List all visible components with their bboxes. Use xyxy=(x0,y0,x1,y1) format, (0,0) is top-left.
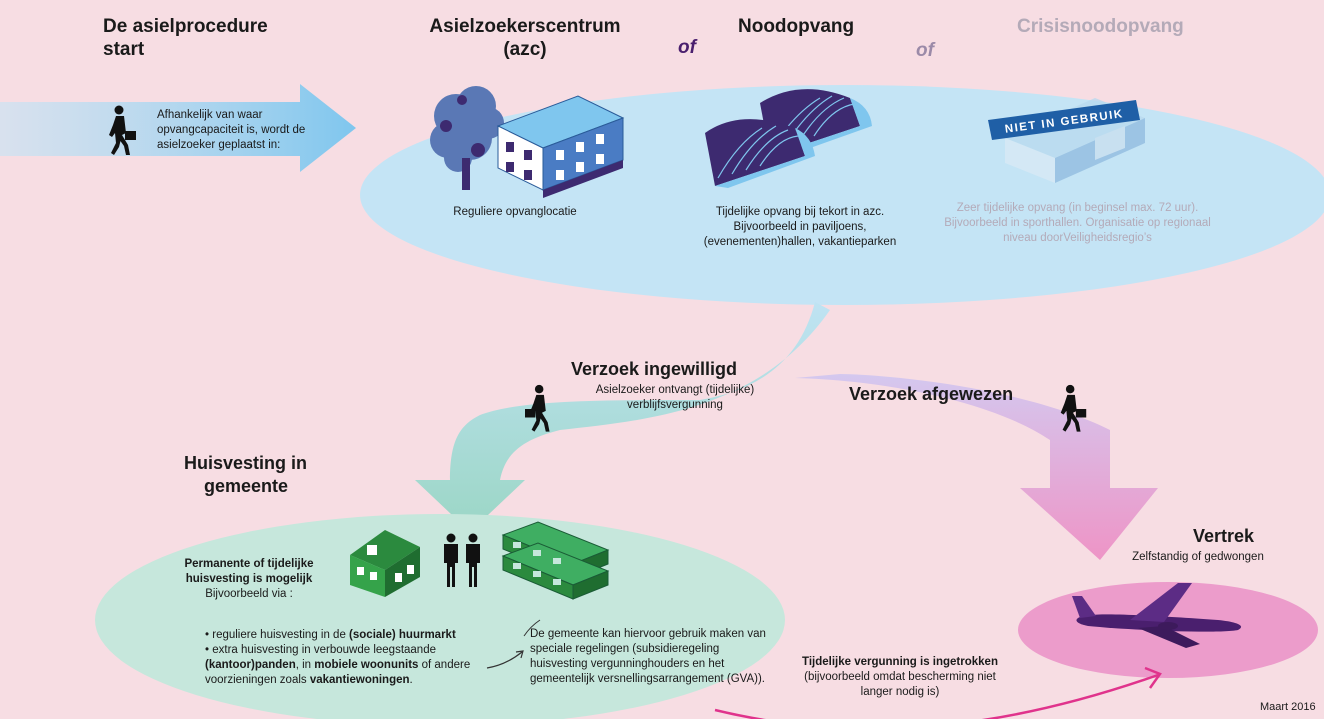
gemeente-text: De gemeente kan hiervoor gebruik maken v… xyxy=(530,628,766,685)
ingetrokken-rest: (bijvoorbeeld omdat bescherming niet lan… xyxy=(804,671,996,698)
azc-title-line2: (azc) xyxy=(503,39,547,60)
pavilion-tents-icon xyxy=(705,89,872,188)
crisis-caption: Zeer tijdelijke opvang (in beginsel max.… xyxy=(944,202,1211,244)
walking-person-icon xyxy=(525,384,550,432)
bullet2-end: . xyxy=(409,674,413,686)
intro-text: Afhankelijk van waar opvangcapaciteit is… xyxy=(157,109,306,151)
ingetrokken-text: Tijdelijke vergunning is ingetrokken (bi… xyxy=(800,655,1000,700)
walking-person-icon xyxy=(109,105,136,155)
vertrek-title: Vertrek xyxy=(1193,526,1255,546)
bullet-panden: extra huisvesting in verbouwde leegstaan… xyxy=(205,643,505,688)
bullet2-mid: , in xyxy=(295,659,315,671)
noodopvang-title: Noodopvang xyxy=(738,16,855,37)
ingewilligd-small-arrow xyxy=(523,619,541,637)
mobile-units-icon xyxy=(501,521,610,600)
huisvesting-bullets: reguliere huisvesting in de (sociale) hu… xyxy=(205,628,505,688)
afgewezen-title: Verzoek afgewezen xyxy=(849,384,1014,404)
vertrek-subtitle: Zelfstandig of gedwongen xyxy=(1132,551,1264,563)
huisvesting-title-line1: Huisvesting in xyxy=(184,453,308,473)
return-arrow-line xyxy=(714,673,1159,719)
return-arrowhead xyxy=(1144,666,1162,689)
bullet2-post: of andere voorzieningen zoals xyxy=(205,659,471,686)
azc-title: Asielzoekerscentrum (azc) xyxy=(420,15,630,61)
bullet-huurmarkt: reguliere huisvesting in de (sociale) hu… xyxy=(205,628,505,643)
house-icon xyxy=(350,530,420,597)
azc-title-line1: Asielzoekerscentrum xyxy=(429,16,621,37)
footer-date: Maart 2016 xyxy=(1260,701,1316,713)
niet-in-gebruik-banner: NIET IN GEBRUIK xyxy=(988,100,1140,140)
bullet2-text: extra huisvesting in verbouwde leegstaan… xyxy=(212,644,436,656)
bullet2-bold3: vakantiewoningen xyxy=(309,674,410,686)
huisvesting-title-line2: gemeente xyxy=(204,476,289,496)
permanente-sub: Bijvoorbeeld via : xyxy=(205,588,293,600)
of-connector-2: of xyxy=(916,40,934,61)
bullet2-bold2: mobiele woonunits xyxy=(314,659,419,671)
azc-caption: Reguliere opvanglocatie xyxy=(453,206,577,218)
intro-arrow xyxy=(0,84,356,172)
permanente-bold: Permanente of tijdelijke huisvesting is … xyxy=(184,558,314,585)
azc-building-icon xyxy=(430,86,625,198)
crisis-title: Crisisnoodopvang xyxy=(1017,16,1184,37)
of-connector-1: of xyxy=(678,37,696,58)
noodopvang-caption: Tijdelijke opvang bij tekort in azc. Bij… xyxy=(703,206,897,248)
walking-person-icon xyxy=(1060,384,1087,432)
ingewilligd-arrow xyxy=(415,302,830,532)
ingewilligd-title: Verzoek ingewilligd xyxy=(571,359,738,379)
permanente-text: Permanente of tijdelijke huisvesting is … xyxy=(175,557,323,602)
bullet2-bold1: (kantoor)panden xyxy=(205,659,296,671)
airplane-icon xyxy=(1072,583,1242,648)
huisvesting-title: Huisvesting in gemeente xyxy=(184,452,307,498)
bullet1-bold: (sociale) huurmarkt xyxy=(349,629,456,641)
start-title: De asielprocedure start xyxy=(103,16,268,60)
ingewilligd-subtitle: Asielzoeker ontvangt (tijdelijke) verbli… xyxy=(595,384,755,411)
bullet1-text: reguliere huisvesting in de xyxy=(212,629,350,641)
two-people-icon xyxy=(444,533,480,587)
connector-arrowhead xyxy=(515,650,524,659)
ingetrokken-bold: Tijdelijke vergunning is ingetrokken xyxy=(802,656,998,668)
